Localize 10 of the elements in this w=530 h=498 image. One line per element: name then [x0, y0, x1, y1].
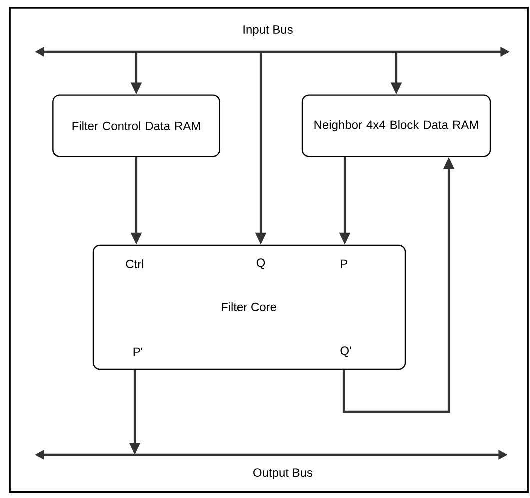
port-label: Q': [340, 346, 352, 358]
ram-box: Filter Control Data RAM: [52, 94, 220, 158]
ram-box: Neighbor 4x4 Block Data RAM: [302, 94, 492, 158]
block-label: Filter Core: [222, 302, 276, 312]
port-label: P: [341, 260, 348, 268]
port-label: Q: [256, 258, 266, 270]
bus-label: Input Bus: [244, 26, 293, 36]
port-label: Ctrl: [126, 260, 144, 268]
bus-label: Output Bus: [254, 468, 313, 480]
port-label: P': [134, 348, 143, 356]
